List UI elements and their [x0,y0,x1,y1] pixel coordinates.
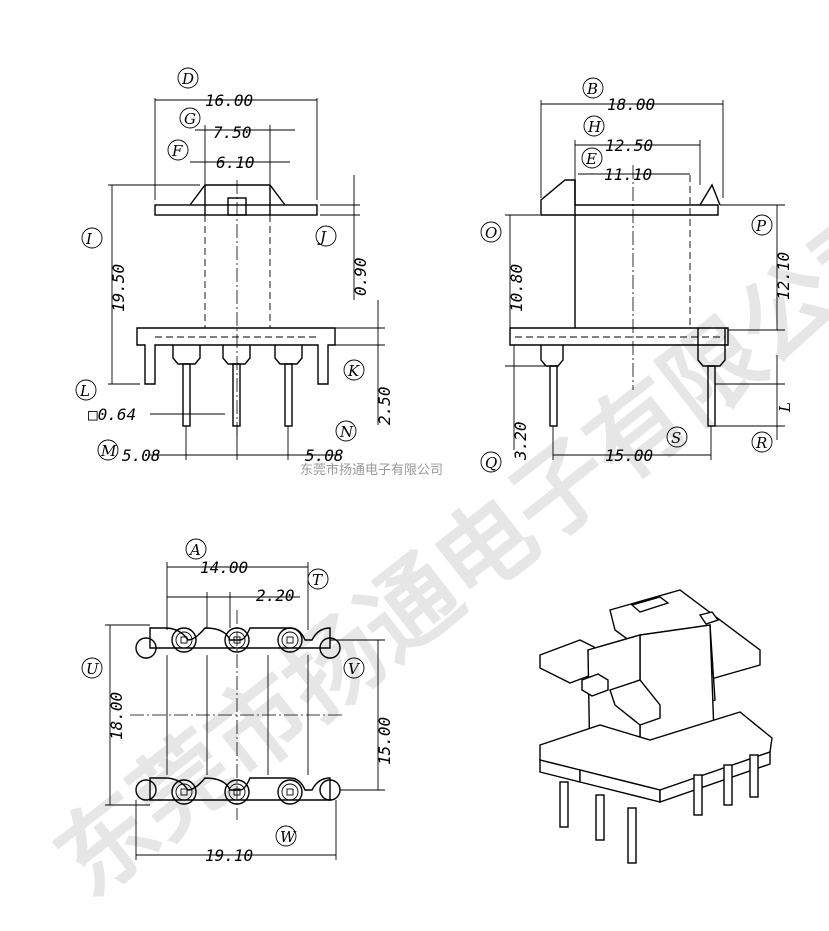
label-r: R [755,434,767,452]
label-g: G [184,110,196,128]
label-n: N [339,423,354,441]
iso-notch [581,673,609,697]
label-o: O [485,224,497,242]
label-k: K [347,362,360,380]
dim-2-20: 2.20 [256,586,295,605]
label-v: V [348,660,361,678]
bottom-view: 14.00 A 2.20 T 18.00 U 15.00 V 19.10 W [81,538,394,865]
dim-0-90: 0.90 [351,257,370,296]
dim-6-10: 6.10 [216,153,255,172]
label-l-side: L [776,402,794,413]
front-pin-head-2 [222,345,251,365]
side-view: 18.00 B 12.50 H 11.10 E 10.80 O 12.10 P … [480,77,794,473]
front-pin-1 [182,363,191,427]
bottom-corner-tr [319,637,341,659]
isometric-view [539,589,773,864]
bottom-bottom-flange [149,777,331,801]
bottom-pad-6 [277,779,303,805]
side-top-lip [699,183,721,206]
dim-5-08-n: 5.08 [305,446,344,465]
dim-19-10: 19.10 [205,846,253,865]
iso-pin-2 [595,794,605,841]
label-j: J [317,228,327,246]
side-top-flange [540,179,719,216]
label-s: S [671,429,681,447]
bottom-pad-5 [224,779,250,805]
side-pin-left [549,365,558,427]
dim-15-00-s: 15.00 [605,446,653,465]
label-q: Q [485,454,497,472]
dim-10-80: 10.80 [507,264,526,312]
label-f: F [171,142,183,160]
iso-pin-3 [627,807,637,864]
iso-pin-6 [749,754,759,798]
label-p: P [755,217,767,235]
iso-pin-4 [693,774,703,816]
dim-19-50: 19.50 [109,264,128,312]
dim-16-00: 16.00 [205,91,253,110]
front-view: 16.00 D 7.50 G 6.10 F 19.50 I 0.90 J 2.5… [75,67,394,465]
label-i: I [85,230,93,248]
label-l-front: L [79,382,90,400]
label-d: D [181,70,194,88]
dim-3-20: 3.20 [511,421,530,461]
label-u: U [86,660,100,678]
label-m: M [100,442,117,460]
label-e: E [585,150,597,168]
dim-15-00-v: 15.00 [375,717,394,765]
front-top-flange [154,204,318,216]
label-b: B [586,80,598,98]
dim-2-50: 2.50 [375,386,394,425]
watermark-large: 东莞市扬通电子有限公司 [35,180,829,918]
bottom-pad-3 [277,627,303,653]
bottom-corner-tl [135,637,157,659]
iso-pin-1 [559,781,569,828]
dim-0-64: □0.64 [88,405,136,424]
bottom-pad-4 [171,779,197,805]
side-pin-right [707,365,716,427]
dim-11-10: 11.10 [604,165,652,184]
label-a: A [188,541,201,559]
dim-5-08-m: 5.08 [122,446,161,465]
front-pin-2 [232,363,241,427]
dim-12-10: 12.10 [774,252,793,300]
label-h: H [587,118,602,136]
front-pin-head-1 [172,345,201,365]
dim-18-00-u: 18.00 [107,692,126,740]
watermark: 东莞市扬通电子有限公司 [35,180,829,918]
front-pin-head-3 [274,345,303,365]
label-w: W [280,828,297,846]
dim-18-00: 18.00 [607,95,655,114]
front-top-taper [189,184,286,206]
dim-12-50: 12.50 [605,136,653,155]
bottom-pad-1 [171,627,197,653]
label-d-circle [177,67,199,89]
iso-pin-5 [723,764,733,806]
watermark-small: 东莞市扬通电子有限公司 [300,462,443,478]
front-base [136,327,336,385]
front-pin-3 [284,363,293,427]
side-pin-head-left [540,345,564,367]
label-t: T [312,571,323,589]
side-base [509,327,729,346]
bottom-top-flange [149,627,331,649]
dim-14-00: 14.00 [200,558,248,577]
dim-7-50: 7.50 [213,123,252,142]
